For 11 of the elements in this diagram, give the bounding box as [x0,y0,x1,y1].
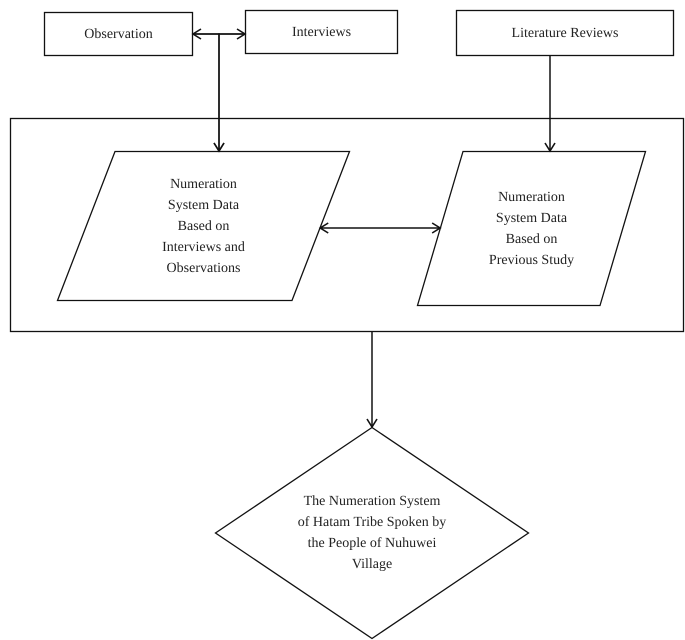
node-label: Literature Reviews [510,24,620,42]
arrow [544,56,556,152]
arrow [192,28,246,40]
arrow [213,33,245,152]
arrow [366,332,378,428]
node-label: Numeration System Data Based on Interviews and Observations [161,176,246,278]
node-label: Observation [83,26,154,44]
node-label: The Numeration System of Hatam Tribe Spoken by the People of Nuhuwei Village [297,493,447,574]
arrow [319,222,441,234]
node-label: Numeration System Data Based on Previous Study [488,188,576,270]
node-label: Interviews [290,24,352,42]
